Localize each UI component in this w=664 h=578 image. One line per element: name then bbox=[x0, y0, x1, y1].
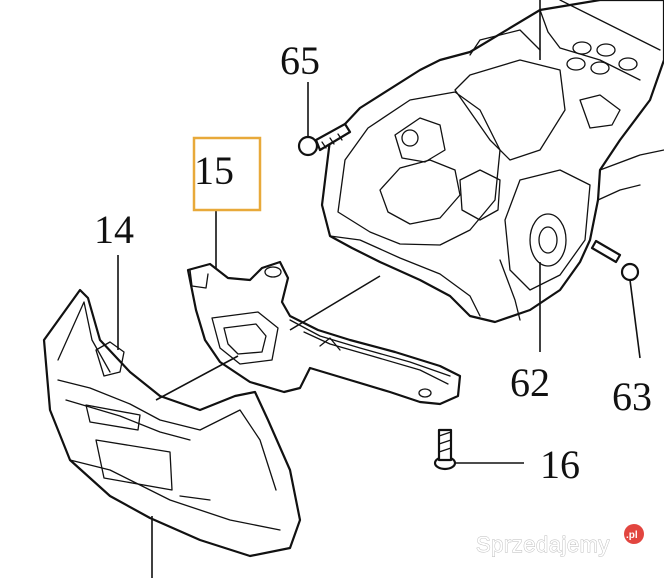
screw-63 bbox=[590, 239, 640, 282]
screw-16 bbox=[433, 428, 457, 471]
label-14: 14 bbox=[94, 207, 134, 252]
label-15: 15 bbox=[194, 148, 234, 193]
label-highlight-box bbox=[192, 136, 262, 212]
screw-65 bbox=[297, 122, 352, 157]
main-housing bbox=[320, 0, 664, 324]
cover-14 bbox=[42, 288, 302, 558]
label-63: 63 bbox=[612, 374, 652, 419]
watermark-badge-text: .pl bbox=[626, 530, 638, 541]
watermark-badge-icon bbox=[624, 524, 644, 544]
sprzedajemy-watermark: Sprzedajemy .pl bbox=[476, 524, 644, 557]
label-62: 62 bbox=[510, 360, 550, 405]
watermark-text: Sprzedajemy bbox=[476, 532, 610, 557]
bracket-15 bbox=[186, 260, 462, 406]
label-65: 65 bbox=[280, 38, 320, 83]
label-16: 16 bbox=[540, 442, 580, 487]
leader-lines bbox=[117, 0, 641, 578]
